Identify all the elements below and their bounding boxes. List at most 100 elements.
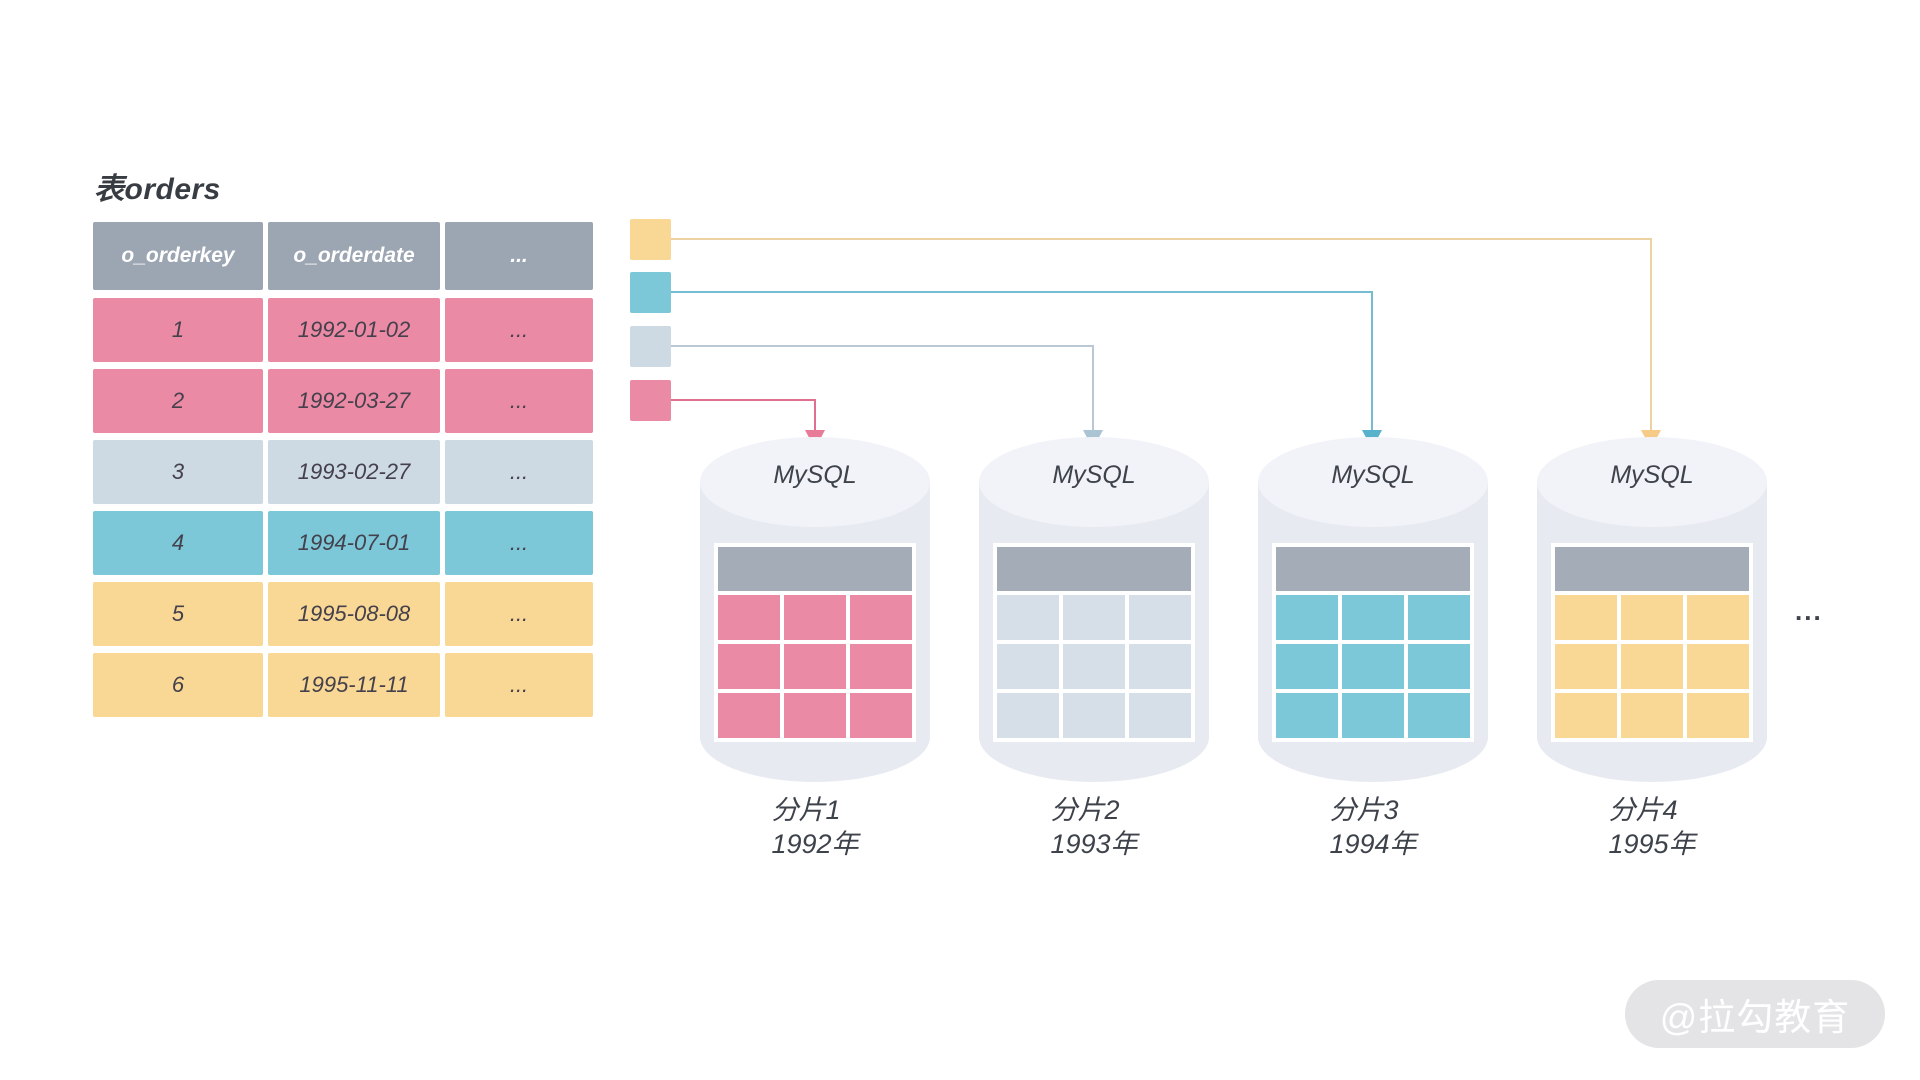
shard-name: 分片2 xyxy=(1050,795,1120,825)
shard-table-grid xyxy=(997,595,1191,738)
cell-orderkey: 4 xyxy=(93,511,263,575)
shard-cell xyxy=(1129,644,1191,689)
cell-orderkey: 1 xyxy=(93,298,263,362)
shard-cell xyxy=(1276,693,1338,738)
table-row: 1 1992-01-02 ... xyxy=(93,298,593,362)
cell-more: ... xyxy=(445,369,593,433)
shard-table-header xyxy=(997,547,1191,591)
cylinder-top xyxy=(700,437,930,527)
shard-year: 1992年 xyxy=(771,828,859,859)
cell-orderkey: 5 xyxy=(93,582,263,646)
database-cylinder-shard3: MySQL 分片3 1994年 xyxy=(1258,437,1488,859)
connector-line-gray xyxy=(1092,345,1094,432)
cylinder-top xyxy=(979,437,1209,527)
shard-cell xyxy=(784,595,846,640)
database-cylinder-shard2: MySQL 分片2 1993年 xyxy=(979,437,1209,859)
watermark-badge: @拉勾教育 xyxy=(1625,980,1885,1048)
table-row: 3 1993-02-27 ... xyxy=(93,440,593,504)
legend-swatch-cyan xyxy=(630,272,671,313)
header-cell-orderkey: o_orderkey xyxy=(93,222,263,290)
legend-swatch-gray xyxy=(630,326,671,367)
table-row: 4 1994-07-01 ... xyxy=(93,511,593,575)
shard-name: 分片3 xyxy=(1329,795,1399,825)
legend-swatch-pink xyxy=(630,380,671,421)
shard-cell xyxy=(1063,693,1125,738)
db-label: MySQL xyxy=(1052,461,1136,489)
shard-cell xyxy=(1555,595,1617,640)
table-row: 6 1995-11-11 ... xyxy=(93,653,593,717)
shard-cell xyxy=(997,644,1059,689)
shard-name: 分片4 xyxy=(1608,795,1678,825)
legend-swatch-yellow xyxy=(630,219,671,260)
orders-table-header: o_orderkey o_orderdate ... xyxy=(93,222,593,290)
cell-orderkey: 2 xyxy=(93,369,263,433)
header-cell-more: ... xyxy=(445,222,593,290)
header-cell-orderdate: o_orderdate xyxy=(268,222,440,290)
shard-table-header xyxy=(718,547,912,591)
shard-label: 分片4 1995年 xyxy=(1608,794,1695,862)
connector-line-pink xyxy=(814,399,816,432)
shard-cell xyxy=(1129,693,1191,738)
orders-table: o_orderkey o_orderdate ... 1 1992-01-02 … xyxy=(93,222,593,717)
shard-cell xyxy=(1687,595,1749,640)
cylinder-top xyxy=(1258,437,1488,527)
shard-cell xyxy=(1555,693,1617,738)
shard-cell xyxy=(1276,644,1338,689)
shard-cell xyxy=(1342,595,1404,640)
db-label: MySQL xyxy=(1331,461,1415,489)
shard-cell xyxy=(1687,644,1749,689)
shard-table-header xyxy=(1276,547,1470,591)
shard-cell xyxy=(1555,644,1617,689)
shard-cell xyxy=(784,644,846,689)
connector-line-cyan xyxy=(671,291,1373,293)
shard-cell xyxy=(1342,644,1404,689)
shard-year: 1994年 xyxy=(1329,828,1417,859)
cell-more: ... xyxy=(445,440,593,504)
shard-table xyxy=(1272,543,1474,742)
shard-cell xyxy=(1408,644,1470,689)
database-cylinder-shard1: MySQL 分片1 1992年 xyxy=(700,437,930,859)
cell-orderdate: 1995-11-11 xyxy=(268,653,440,717)
shard-cell xyxy=(1408,595,1470,640)
shard-year: 1993年 xyxy=(1050,828,1138,859)
shard-cell xyxy=(1621,644,1683,689)
shard-cell xyxy=(718,644,780,689)
shard-cell xyxy=(1687,693,1749,738)
cell-orderdate: 1995-08-08 xyxy=(268,582,440,646)
shard-cell xyxy=(718,595,780,640)
cell-more: ... xyxy=(445,582,593,646)
connector-line-gray xyxy=(671,345,1094,347)
db-label: MySQL xyxy=(1610,461,1694,489)
shard-table-grid xyxy=(1276,595,1470,738)
shard-table xyxy=(1551,543,1753,742)
shard-name: 分片1 xyxy=(771,795,841,825)
table-title: 表orders xyxy=(94,173,221,206)
shard-cell xyxy=(1342,693,1404,738)
connector-line-yellow xyxy=(671,238,1652,240)
shard-cell xyxy=(850,693,912,738)
cell-more: ... xyxy=(445,511,593,575)
shard-cell xyxy=(997,693,1059,738)
table-row: 5 1995-08-08 ... xyxy=(93,582,593,646)
shard-label: 分片3 1994年 xyxy=(1329,794,1416,862)
table-row: 2 1992-03-27 ... xyxy=(93,369,593,433)
shard-cell xyxy=(1063,595,1125,640)
shard-cell xyxy=(1276,595,1338,640)
cell-orderdate: 1993-02-27 xyxy=(268,440,440,504)
cell-more: ... xyxy=(445,653,593,717)
shard-table-header xyxy=(1555,547,1749,591)
shard-table xyxy=(714,543,916,742)
shard-label: 分片2 1993年 xyxy=(1050,794,1137,862)
shard-cell xyxy=(997,595,1059,640)
cell-orderkey: 3 xyxy=(93,440,263,504)
shard-cell xyxy=(1621,595,1683,640)
connector-line-yellow xyxy=(1650,238,1652,432)
cell-orderkey: 6 xyxy=(93,653,263,717)
shard-cell xyxy=(784,693,846,738)
cell-more: ... xyxy=(445,298,593,362)
shard-table-grid xyxy=(1555,595,1749,738)
connector-line-cyan xyxy=(1371,291,1373,432)
connector-line-pink xyxy=(671,399,816,401)
shard-cell xyxy=(1621,693,1683,738)
